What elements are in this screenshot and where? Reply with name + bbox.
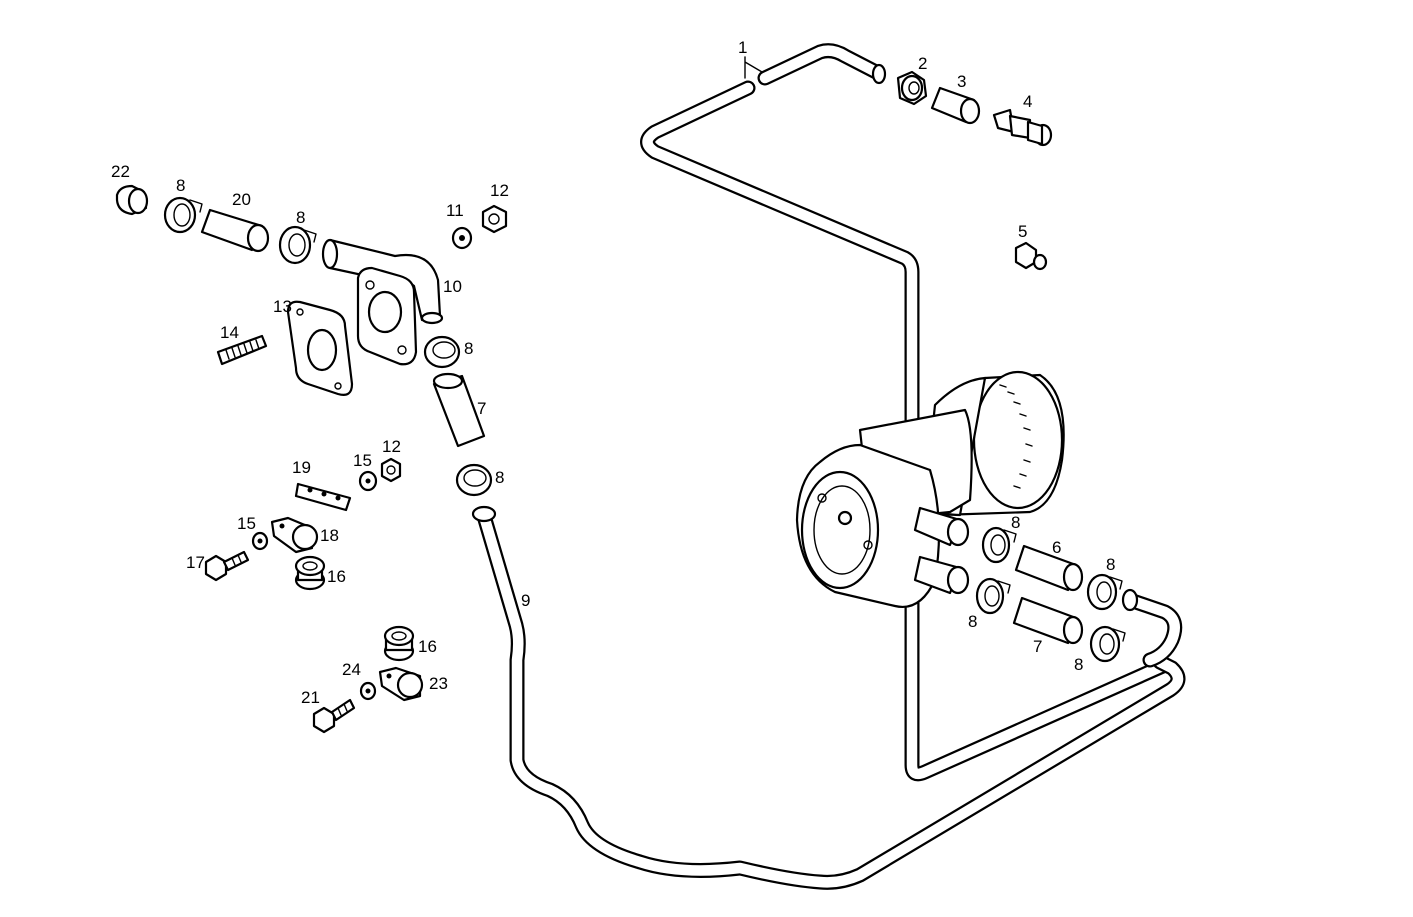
callout-8: 8	[1011, 513, 1020, 532]
callout-8: 8	[176, 176, 185, 195]
callout-7: 7	[1033, 637, 1042, 656]
clamp-8-b	[278, 225, 317, 265]
clamp-8-a	[163, 196, 203, 234]
washer-15-a	[358, 470, 378, 492]
callout-15: 15	[353, 451, 372, 470]
clip-18	[270, 516, 319, 554]
callout-16: 16	[418, 637, 437, 656]
callout-8: 8	[495, 468, 504, 487]
callout-11: 11	[446, 201, 464, 220]
bracket-19	[294, 482, 352, 512]
callout-8: 8	[1074, 655, 1083, 674]
stud-14	[216, 334, 268, 366]
callout-9: 9	[521, 591, 530, 610]
clamp-8-c	[423, 335, 461, 369]
elbow-10	[321, 238, 444, 366]
callout-8: 8	[968, 612, 977, 631]
plug-5	[1014, 241, 1048, 271]
callout-10: 10	[443, 277, 462, 296]
cap-22	[115, 184, 149, 216]
callout-23: 23	[429, 674, 448, 693]
clamp-8-d	[455, 463, 493, 497]
callout-12: 12	[382, 437, 401, 456]
callout-16: 16	[327, 567, 346, 586]
hose-7-b	[1012, 596, 1084, 645]
nut-12-a	[481, 204, 508, 234]
callout-14: 14	[220, 323, 239, 342]
callout-20: 20	[232, 190, 251, 209]
washer-24	[359, 681, 377, 701]
leader-line-1	[744, 56, 763, 79]
callout-18: 18	[320, 526, 339, 545]
oil-filter-cooler-assembly	[795, 370, 1065, 609]
screw-17	[204, 550, 250, 582]
callout-4: 4	[1023, 92, 1032, 111]
oil-pipe-upper	[640, 43, 1173, 782]
callout-13: 13	[273, 297, 292, 316]
callout-21: 21	[301, 688, 320, 707]
clamp-8-f	[975, 577, 1011, 615]
callout-24: 24	[342, 660, 361, 679]
sleeve-3	[930, 86, 981, 125]
callout-8: 8	[296, 208, 305, 227]
callout-3: 3	[957, 72, 966, 91]
callout-6: 6	[1052, 538, 1061, 557]
callout-8: 8	[464, 339, 473, 358]
union-4	[992, 108, 1053, 147]
callout-2: 2	[918, 54, 927, 73]
hose-20	[200, 208, 270, 253]
callout-12: 12	[490, 181, 509, 200]
callout-17: 17	[186, 553, 205, 572]
fitting-2	[896, 70, 928, 106]
clip-23	[378, 666, 424, 702]
screw-21	[312, 698, 356, 734]
hose-6	[1014, 544, 1084, 592]
washer-11	[451, 226, 473, 250]
grommet-16-b	[383, 625, 415, 662]
washer-15-b	[251, 531, 269, 551]
grommet-16-a	[294, 555, 326, 591]
callout-5: 5	[1018, 222, 1027, 241]
callout-1: 1	[738, 38, 747, 57]
clamp-8-h	[1089, 625, 1126, 663]
hose-7-a	[432, 372, 486, 448]
gasket-13	[286, 300, 354, 396]
callout-15: 15	[237, 514, 256, 533]
callout-7: 7	[477, 399, 486, 418]
callout-22: 22	[111, 162, 130, 181]
clamp-8-e	[981, 526, 1017, 564]
clamp-8-g	[1086, 573, 1123, 611]
callout-8: 8	[1106, 555, 1115, 574]
callout-19: 19	[292, 458, 311, 477]
nut-12-b	[380, 457, 402, 483]
oil-pipe-lower	[471, 505, 1186, 890]
